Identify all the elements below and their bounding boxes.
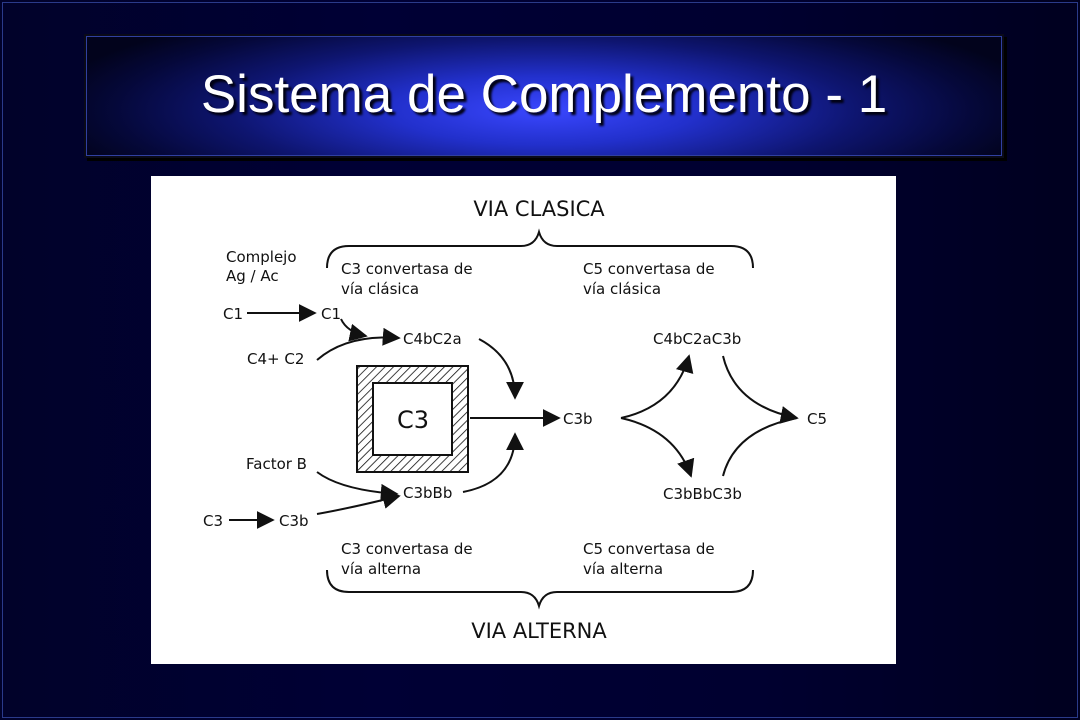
c3bbbc3b-label: C3bBbC3b: [663, 485, 742, 503]
c3bbb-label: C3bBb: [403, 484, 452, 502]
c1-left-label: C1: [223, 305, 243, 323]
c5-convertasa-clasica-line2: vía clásica: [583, 280, 661, 298]
c3-convertasa-alterna-line2: vía alterna: [341, 560, 421, 578]
arrow-c1-c4bc2a: [340, 318, 368, 342]
arrow-c3bbb-to-c3b: [462, 432, 524, 493]
complement-pathway-diagram: VIA CLASICA Complejo Ag / Ac C3 converta…: [151, 176, 896, 664]
slide-title: Sistema de Complemento - 1: [200, 65, 888, 124]
c3b-alterna-label: C3b: [279, 512, 309, 530]
c3-box-label: C3: [397, 406, 429, 434]
c3-convertasa-clasica-line2: vía clásica: [341, 280, 419, 298]
diagram-svg: VIA CLASICA Complejo Ag / Ac C3 converta…: [203, 197, 827, 643]
c4bc2ac3b-label: C4bC2aC3b: [653, 330, 741, 348]
c3-box-inner: [372, 382, 453, 456]
top-brace: [326, 228, 754, 269]
arrow-c3bbbc3b-c5: [722, 417, 798, 477]
arrow-c3b-c4bc2ac3b: [620, 354, 694, 419]
arrow-c4c2-c4bc2a: [316, 327, 401, 361]
arrow-c4bc2ac3b-c5: [722, 355, 799, 424]
arrow-c3b-c3bbb: [316, 491, 401, 515]
c3-alterna-left-label: C3: [203, 512, 223, 530]
c3-convertasa-alterna-line1: C3 convertasa de: [341, 540, 473, 558]
complejo-label-line1: Complejo: [226, 248, 297, 266]
arrow-c3b-c3bbbc3b: [620, 417, 695, 478]
c1-right-label: C1: [321, 305, 341, 323]
c4bc2a-label: C4bC2a: [403, 330, 462, 348]
c5-convertasa-alterna-line1: C5 convertasa de: [583, 540, 715, 558]
complejo-label-line2: Ag / Ac: [226, 267, 279, 285]
bottom-brace: [326, 569, 754, 610]
factor-b-label: Factor B: [246, 455, 307, 473]
c3b-center-label: C3b: [563, 410, 593, 428]
c3-convertasa-clasica-line1: C3 convertasa de: [341, 260, 473, 278]
title-banner: Sistema de Complemento - 1: [84, 34, 1004, 158]
c5-convertasa-clasica-line1: C5 convertasa de: [583, 260, 715, 278]
arrow-factorb-c3bbb: [316, 471, 399, 502]
arrow-c4bc2a-to-c3b: [478, 338, 524, 400]
via-alterna-label: VIA ALTERNA: [471, 619, 607, 643]
c5-label: C5: [807, 410, 827, 428]
via-clasica-label: VIA CLASICA: [473, 197, 605, 221]
c5-convertasa-alterna-line2: vía alterna: [583, 560, 663, 578]
c4-c2-label: C4+ C2: [247, 350, 304, 368]
